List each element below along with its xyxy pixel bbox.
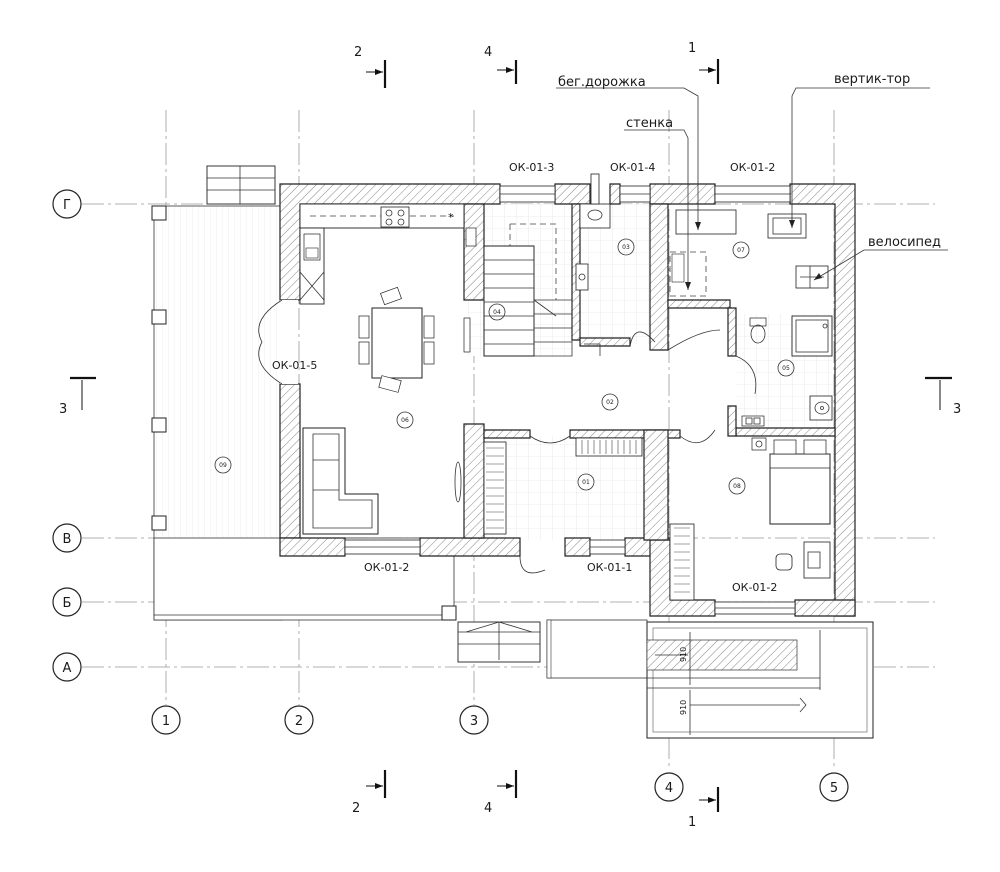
room-tag: 01 [577,473,595,491]
dimension-label: 910 [679,647,688,662]
svg-text:*: * [448,211,454,224]
callout-treadmill: бег.дорожка [556,75,701,230]
wall-bars-label: стенка [626,116,673,131]
bathroom-03 [575,173,611,291]
window-label-ok-01-1: ОК-01-1 [587,561,632,574]
porch [546,619,874,739]
windows [280,185,796,615]
section-label: 1 [688,815,696,830]
section-label: 4 [484,801,492,816]
stairs [483,223,573,357]
section-mark-4-bottom: 4 [484,770,518,816]
axis-bubble-b: Б [52,587,82,617]
room-tag: 02 [601,393,619,411]
window-label-ok-01-2: ОК-01-2 [730,161,775,174]
room-tag: 06 [396,411,414,429]
section-label: 4 [484,45,492,60]
axis-bubble-4: 4 [654,772,684,802]
dimension-2: 910 [679,690,691,735]
axis-bubble-v: В [52,523,82,553]
window-label-ok-01-2: ОК-01-2 [732,581,777,594]
callout-wall-bars: стенка [624,116,691,290]
gym [669,209,829,297]
room-number: 07 [737,247,745,254]
bicycle-label: велосипед [868,235,941,250]
section-mark-3-left: 3 [59,376,96,417]
section-label: 2 [352,801,360,816]
room-tag: 03 [617,238,635,256]
axis-label: В [63,532,72,547]
window-label-ok-01-2: ОК-01-2 [364,561,409,574]
bathroom-05 [741,315,833,427]
axis-bubble-2: 2 [284,705,314,735]
room-number: 05 [782,365,790,372]
callout-bicycle: велосипед [813,235,948,281]
section-label: 1 [688,41,696,56]
axis-label: Г [63,198,71,213]
exterior-walls [279,183,856,617]
room-number: 03 [622,244,630,251]
bedroom [669,437,831,601]
axis-label: А [63,661,72,676]
window-label-ok-01-5: ОК-01-5 [272,359,317,372]
axis-label: 2 [295,714,303,729]
axis-bubble-g: Г [52,189,82,219]
dimension-1: 910 [679,632,691,685]
room-tag: 07 [732,241,750,259]
room-tag: 09 [214,456,232,474]
section-label: 3 [953,402,961,417]
room-tag: 04 [488,303,506,321]
room-tag: 05 [777,359,795,377]
section-label: 2 [354,45,362,60]
kitchen: * [299,203,477,535]
treadmill-label: бег.дорожка [558,75,646,90]
room-number: 02 [606,399,614,406]
room-tag: 08 [728,477,746,495]
terrace [151,165,541,663]
window-label-ok-01-3: ОК-01-3 [509,161,554,174]
room-number: 04 [493,309,501,316]
axis-label: 5 [830,781,838,796]
room-number: 01 [582,479,590,486]
axis-label: 1 [162,714,170,729]
axis-bubble-3: 3 [459,705,489,735]
section-label: 3 [59,402,67,417]
vertical-trainer-label: вертик-тор [834,72,910,87]
axis-label: Б [63,596,72,611]
axis-bubble-5: 5 [819,772,849,802]
doors [258,299,757,574]
callout-vertical-trainer: вертик-тор [789,72,930,228]
axis-bubble-a: А [52,652,82,682]
section-mark-1-top: 1 [688,41,720,84]
section-mark-2-bottom: 2 [352,770,387,816]
section-mark-4-top: 4 [484,45,518,84]
axis-bubble-1: 1 [151,705,181,735]
dimension-label: 910 [679,700,688,715]
axis-label: 4 [665,781,673,796]
room-01-furniture [483,437,643,535]
axis-label: 3 [470,714,478,729]
room-number: 06 [401,417,409,424]
room-number: 09 [219,462,227,469]
section-mark-2-top: 2 [354,45,387,88]
section-mark-1-bottom: 1 [688,787,720,830]
room-number: 08 [733,483,741,490]
section-mark-3-right: 3 [925,376,961,417]
window-label-ok-01-4: ОК-01-4 [610,161,655,174]
